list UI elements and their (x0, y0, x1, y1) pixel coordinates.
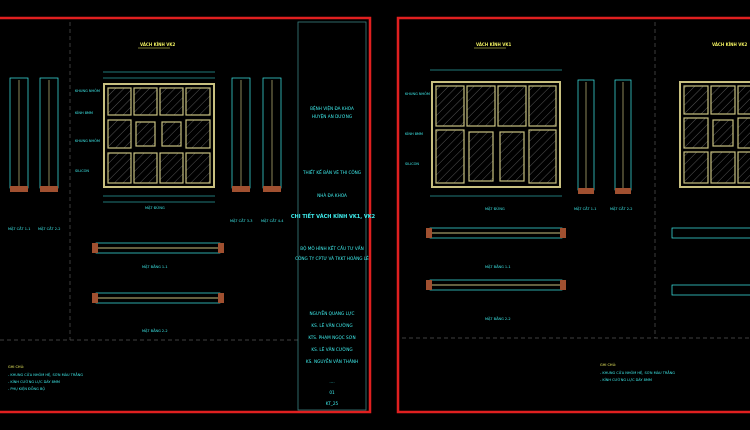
svg-text:MẶT BẰNG 2-2: MẶT BẰNG 2-2 (142, 328, 168, 333)
right-sheet: VÁCH KÍNH VK1 KHUNG NHÔM KÍNH 8MM SILICO… (396, 16, 750, 414)
view-label: MẶT ĐỨNG (145, 205, 165, 210)
plan-section-2: MẶT BẰNG 2-2 (92, 292, 224, 333)
drawing-title: VÁCH KÍNH VK2 (712, 42, 747, 47)
svg-text:MẶT BẰNG 1-1: MẶT BẰNG 1-1 (485, 264, 511, 269)
svg-text:HUYỆN AN DƯƠNG: HUYỆN AN DƯƠNG (312, 114, 352, 119)
svg-text:KTS. PHẠM NGỌC SƠN: KTS. PHẠM NGỌC SƠN (308, 335, 355, 340)
svg-text:CHI TIẾT VÁCH KÍNH VK1, VK2: CHI TIẾT VÁCH KÍNH VK1, VK2 (291, 212, 376, 220)
window-elevation-vk2: KHUNG NHÔM KÍNH 8MM KHUNG NHÔM SILICON M… (75, 71, 215, 210)
callout: SILICON (75, 169, 89, 173)
svg-text:KÍNH 8MM: KÍNH 8MM (405, 131, 423, 136)
callout: KÍNH 8MM (75, 110, 93, 115)
svg-text:- KHUNG CỬA NHÔM HỆ, SƠN MÀU T: - KHUNG CỬA NHÔM HỆ, SƠN MÀU TRẮNG (8, 372, 83, 377)
svg-text:NGUYỄN QUANG LỰC: NGUYỄN QUANG LỰC (310, 311, 355, 316)
sheet-border (396, 16, 750, 414)
plan-section-1: MẶT BẰNG 1-1 (92, 242, 224, 269)
svg-text:BỆNH VIỆN ĐA KHOA: BỆNH VIỆN ĐA KHOA (310, 106, 354, 111)
plan-section-1: MẶT BẰNG 1-1 (426, 227, 566, 269)
section-label: MẶT CẮT 2-2 (38, 226, 60, 231)
section-label: MẶT CẮT 3-3 (230, 218, 252, 223)
section-label: MẶT CẮT 1-1 (8, 226, 30, 231)
svg-text:- PHỤ KIỆN ĐỒNG BỘ: - PHỤ KIỆN ĐỒNG BỘ (8, 386, 45, 391)
callout: KHUNG NHÔM (75, 138, 100, 143)
title-block: BỆNH VIỆN ĐA KHOA HUYỆN AN DƯƠNG THIẾT K… (291, 21, 376, 411)
svg-text:SILICON: SILICON (405, 162, 419, 166)
svg-text:- KÍNH CƯỜNG LỰC DÀY 8MM: - KÍNH CƯỜNG LỰC DÀY 8MM (8, 379, 60, 384)
section-label: MẶT CẮT 4-4 (261, 218, 284, 223)
svg-text:MẶT ĐỨNG: MẶT ĐỨNG (485, 206, 505, 211)
svg-text:GHI CHÚ:: GHI CHÚ: (8, 364, 24, 369)
svg-text:MẶT CẮT 1-1: MẶT CẮT 1-1 (574, 206, 596, 211)
window-elevation-vk1: KHUNG NHÔM KÍNH 8MM SILICON MẶT ĐỨNG (405, 69, 562, 211)
plan-section-2: MẶT BẰNG 2-2 (426, 279, 566, 321)
svg-text:BỘ MÔ HÌNH KẾT CẤU TƯ VẤN: BỘ MÔ HÌNH KẾT CẤU TƯ VẤN (300, 245, 364, 251)
side-sections (577, 79, 632, 194)
svg-text:- KÍNH CƯỜNG LỰC DÀY 8MM: - KÍNH CƯỜNG LỰC DÀY 8MM (600, 377, 652, 382)
sheet-border (0, 16, 372, 414)
drawing-title: VÁCH KÍNH VK2 (140, 42, 175, 47)
notes: GHI CHÚ: - KHUNG CỬA NHÔM HỆ, SƠN MÀU TR… (8, 364, 83, 391)
svg-text:01: 01 (329, 390, 335, 395)
side-sections (9, 77, 282, 192)
svg-text:NHÀ ĐA KHOA: NHÀ ĐA KHOA (317, 193, 347, 198)
svg-text:GHI CHÚ:: GHI CHÚ: (600, 362, 616, 367)
svg-text:....: .... (329, 379, 334, 384)
svg-text:- KHUNG CỬA NHÔM HỆ, SƠN MÀU T: - KHUNG CỬA NHÔM HỆ, SƠN MÀU TRẮNG (600, 370, 675, 375)
drawing-title: VÁCH KÍNH VK1 (476, 42, 511, 47)
svg-text:MẶT BẰNG 2-2: MẶT BẰNG 2-2 (485, 316, 511, 321)
svg-text:THIẾT KẾ BẢN VẼ THI CÔNG: THIẾT KẾ BẢN VẼ THI CÔNG (302, 169, 361, 175)
svg-text:MẶT CẮT 2-2: MẶT CẮT 2-2 (610, 206, 632, 211)
svg-text:KHUNG NHÔM: KHUNG NHÔM (405, 91, 430, 96)
svg-text:MẶT BẰNG 1-1: MẶT BẰNG 1-1 (142, 264, 168, 269)
left-sheet: VÁCH KÍNH VK2 KHUNG NHÔM KÍNH 8MM KHUNG … (0, 16, 376, 414)
svg-text:KS. NGUYỄN VĂN THÀNH: KS. NGUYỄN VĂN THÀNH (306, 359, 358, 364)
svg-text:KT_25: KT_25 (326, 401, 339, 406)
window-elevation-vk2-partial (671, 81, 750, 296)
callout: KHUNG NHÔM (75, 88, 100, 93)
svg-text:KS. LÊ VĂN CƯỜNG: KS. LÊ VĂN CƯỜNG (311, 323, 352, 328)
svg-text:KS. LÊ VĂN CƯỜNG: KS. LÊ VĂN CƯỜNG (311, 347, 352, 352)
notes: GHI CHÚ: - KHUNG CỬA NHÔM HỆ, SƠN MÀU TR… (600, 362, 675, 382)
svg-text:CÔNG TY CPTƯ VÀ TKKT HOÀNG LÊ: CÔNG TY CPTƯ VÀ TKKT HOÀNG LÊ (295, 256, 369, 261)
